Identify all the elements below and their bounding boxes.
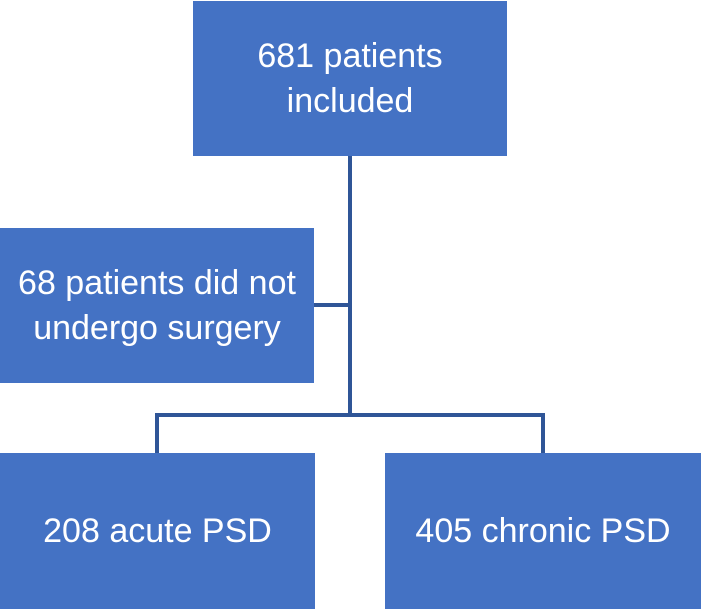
patients-included-box: 681 patients included: [193, 1, 507, 156]
chronic-psd-text: 405 chronic PSD: [415, 511, 671, 550]
no-surgery-text: 68 patients did not undergo surgery: [18, 263, 296, 347]
patients-included-text: 681 patients included: [257, 36, 443, 120]
acute-psd-text: 208 acute PSD: [43, 511, 272, 550]
chronic-psd-box: 405 chronic PSD: [385, 453, 701, 609]
no-surgery-box: 68 patients did not undergo surgery: [0, 228, 314, 383]
acute-psd-box: 208 acute PSD: [0, 453, 315, 609]
